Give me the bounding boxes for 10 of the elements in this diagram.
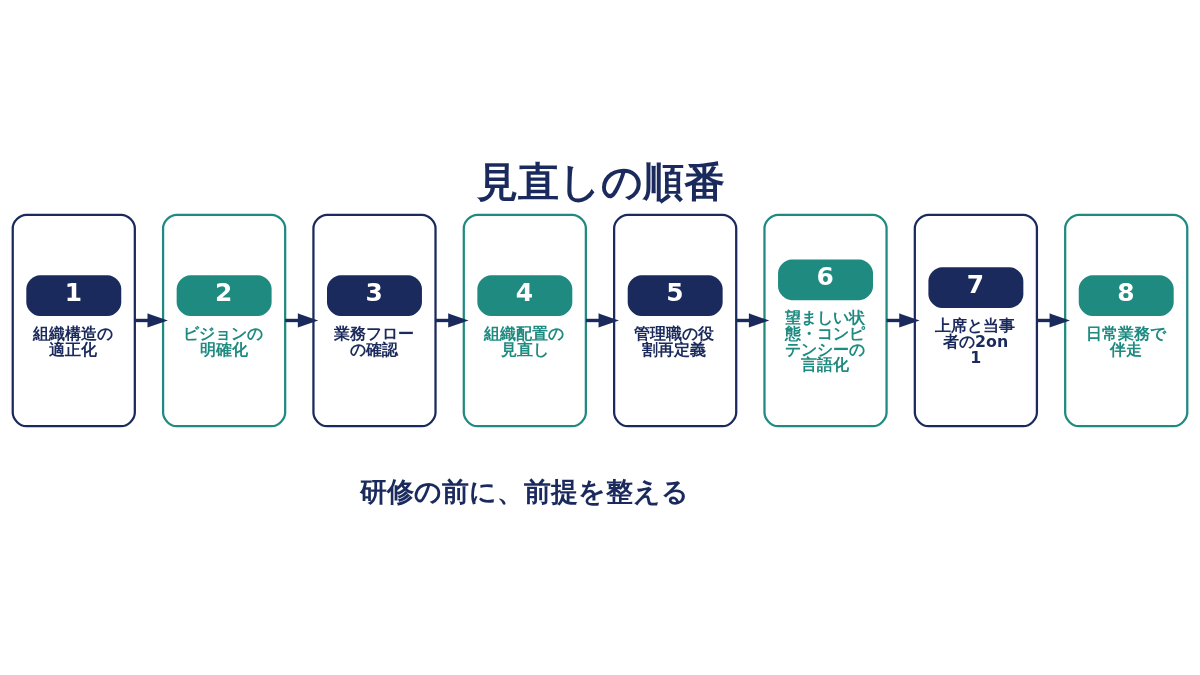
node-box: 3 業務フローの確認 [312,213,437,427]
node-box: 6 望ましい状態・コンピテンシーの言語化 [763,213,888,427]
diagram-title: 見直しの順番 [476,157,725,206]
node-box: 7 上席と当事者の2on1 [913,213,1039,427]
node-box: 5 管理職の役割再定義 [613,213,738,427]
node-box: 1 組織構造の適正化 [11,213,136,427]
node-box: 4 組織配置の見直し [462,213,587,427]
node-box: 2 ビジョンの明確化 [161,213,287,427]
node-box: 8 日常業務で伴走 [1064,213,1189,427]
caption: 研修の前に、前提を整える [359,475,689,507]
